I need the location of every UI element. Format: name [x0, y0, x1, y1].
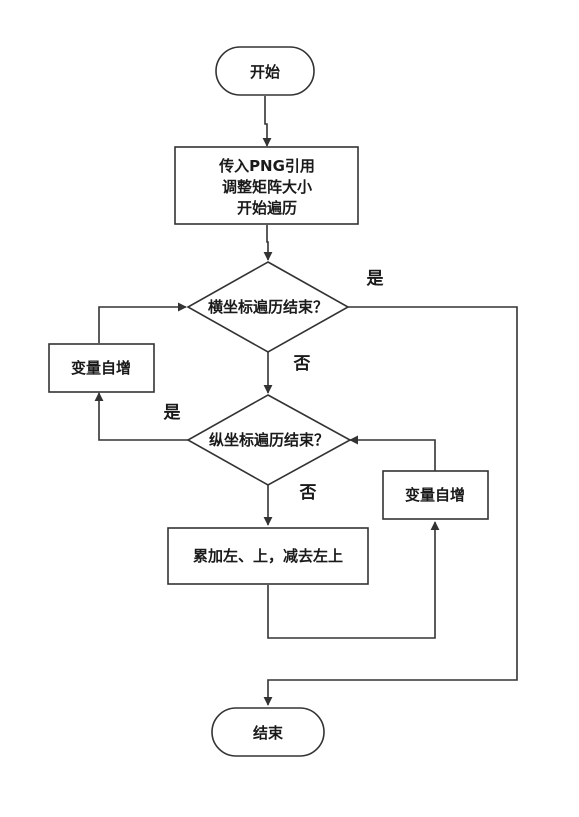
- edge-label-x-no: 否: [293, 354, 311, 374]
- edge-label-y-no: 否: [299, 483, 317, 503]
- node-end: 结束: [211, 707, 325, 757]
- node-y-increment: 变量自增: [382, 470, 489, 520]
- node-y-decision-label: 纵坐标遍历结束？: [209, 431, 329, 449]
- edge-x-incr-to-x-decision: [98, 302, 187, 343]
- edge-label-x-yes: 是: [367, 269, 384, 289]
- node-start: 开始: [215, 46, 315, 96]
- edge-x-yes-to-end: [263, 306, 518, 706]
- edge-start-to-init: [262, 96, 272, 147]
- node-init-line-1: 传入PNG引用: [218, 157, 315, 175]
- node-accumulate: 累加左、上，减去左上: [167, 527, 369, 585]
- node-x-increment-label: 变量自增: [71, 359, 131, 377]
- node-init: 传入PNG引用 调整矩阵大小 开始遍历: [174, 146, 359, 225]
- node-y-decision: 纵坐标遍历结束？: [186, 394, 352, 486]
- node-x-increment: 变量自增: [48, 343, 155, 393]
- node-end-label: 结束: [253, 724, 284, 742]
- edge-accumulate-to-y-incr: [267, 521, 440, 639]
- edge-y-yes-to-x-incr: [94, 392, 190, 441]
- edge-y-incr-to-y-decision: [349, 435, 436, 471]
- edges: [94, 96, 518, 706]
- node-x-decision: 横坐标遍历结束？: [186, 261, 350, 353]
- node-accumulate-label: 累加左、上，减去左上: [193, 547, 343, 565]
- node-init-line-2: 调整矩阵大小: [222, 178, 312, 196]
- edge-init-to-x-decision: [263, 225, 273, 261]
- node-init-line-3: 开始遍历: [237, 199, 297, 217]
- node-start-label: 开始: [250, 63, 280, 81]
- node-y-increment-label: 变量自增: [405, 486, 465, 504]
- node-x-decision-label: 横坐标遍历结束？: [208, 298, 328, 316]
- edge-label-y-yes: 是: [164, 403, 181, 423]
